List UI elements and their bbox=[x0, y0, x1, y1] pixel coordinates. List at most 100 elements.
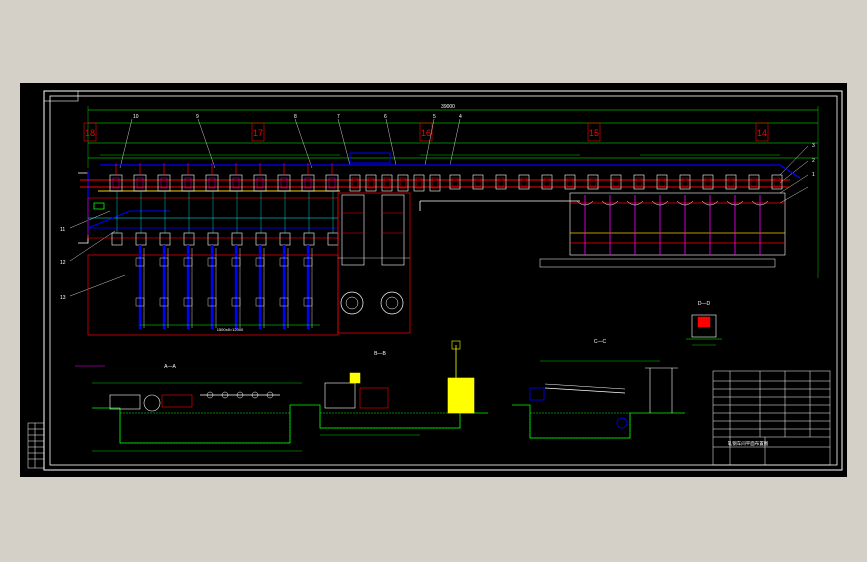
svg-text:A—A: A—A bbox=[164, 364, 176, 370]
callout-2: 2 bbox=[812, 158, 815, 164]
mill-building-outline bbox=[78, 164, 801, 244]
finishing-stand bbox=[748, 174, 760, 190]
callout-4: 4 bbox=[459, 114, 462, 120]
mill-stand bbox=[277, 163, 291, 192]
finishing-stand bbox=[587, 174, 599, 190]
mill-stand bbox=[397, 174, 409, 192]
mill-stand bbox=[413, 174, 425, 192]
mill-stand bbox=[133, 163, 147, 192]
callout-10: 10 bbox=[133, 114, 139, 120]
callout-5: 5 bbox=[433, 114, 436, 120]
sheet-inner-border bbox=[49, 95, 838, 466]
cooling-column bbox=[183, 245, 193, 329]
finishing-stands bbox=[449, 174, 783, 190]
mill-stand bbox=[429, 174, 441, 192]
svg-text:14: 14 bbox=[757, 128, 767, 138]
callout-3: 3 bbox=[812, 143, 815, 149]
section-d-d: D—D bbox=[686, 301, 722, 346]
callout-6: 6 bbox=[384, 114, 387, 120]
cooling-column bbox=[279, 245, 289, 329]
finishing-stand bbox=[633, 174, 645, 190]
title-block bbox=[712, 370, 831, 466]
mill-stand bbox=[181, 163, 195, 192]
mill-stand bbox=[229, 163, 243, 192]
zone-number-15: 15 bbox=[587, 122, 601, 142]
mill-stand bbox=[205, 163, 219, 192]
zone-number-14: 14 bbox=[755, 122, 769, 142]
cooling-column bbox=[303, 245, 313, 329]
bundle-column bbox=[651, 195, 669, 255]
svg-text:15: 15 bbox=[589, 128, 599, 138]
section-b-b: B—B bbox=[302, 340, 488, 436]
finishing-stand bbox=[449, 174, 461, 190]
cooling-column bbox=[135, 245, 145, 329]
callout-11: 11 bbox=[60, 227, 65, 233]
bundle-column bbox=[601, 195, 619, 255]
mill-stand bbox=[157, 163, 171, 192]
drawing-title: 轧钢车间平面布置图 bbox=[728, 440, 769, 447]
mill-stand bbox=[301, 163, 315, 192]
mill-stand bbox=[325, 163, 339, 192]
svg-text:B—B: B—B bbox=[374, 351, 386, 357]
finishing-stand bbox=[564, 174, 576, 190]
section-a-a: A—A bbox=[75, 364, 302, 452]
finishing-stand bbox=[518, 174, 530, 190]
callouts bbox=[69, 118, 809, 297]
callout-13: 13 bbox=[60, 295, 66, 301]
bundle-column bbox=[626, 195, 644, 255]
mill-stands bbox=[109, 163, 441, 192]
finishing-stand bbox=[610, 174, 622, 190]
finishing-stand bbox=[771, 174, 783, 190]
bundle-column bbox=[576, 195, 594, 255]
lower-stand bbox=[111, 191, 123, 246]
svg-text:16: 16 bbox=[421, 128, 431, 138]
finishing-stand bbox=[656, 174, 668, 190]
cad-viewport[interactable]: 39000 18 17 16 15 14 bbox=[20, 83, 847, 477]
callout-7: 7 bbox=[337, 114, 340, 120]
svg-text:C—C: C—C bbox=[594, 339, 607, 345]
cad-drawing: 39000 18 17 16 15 14 bbox=[27, 90, 843, 471]
mill-stand bbox=[365, 174, 377, 192]
motor-room bbox=[349, 152, 391, 164]
overall-dim-text: 39000 bbox=[441, 104, 455, 110]
mill-stand bbox=[349, 174, 361, 192]
svg-text:17: 17 bbox=[253, 128, 263, 138]
bundling-area bbox=[539, 192, 786, 268]
section-c-c: C—C bbox=[512, 339, 685, 439]
cooling-column bbox=[255, 245, 265, 329]
mill-stand bbox=[109, 163, 123, 192]
svg-text:1500x8=12000: 1500x8=12000 bbox=[217, 327, 244, 332]
callout-1: 1 bbox=[812, 172, 815, 178]
control-cabinet bbox=[93, 202, 105, 210]
finishing-stand bbox=[541, 174, 553, 190]
coiler-area bbox=[337, 192, 411, 334]
svg-text:D—D: D—D bbox=[698, 301, 711, 307]
mill-stand bbox=[253, 163, 267, 192]
overall-dimension: 39000 bbox=[87, 104, 819, 278]
bundle-column bbox=[751, 195, 769, 255]
rolling-line-rails bbox=[80, 179, 790, 192]
finishing-stand bbox=[679, 174, 691, 190]
cooling-bed-columns bbox=[135, 245, 313, 329]
bundle-column bbox=[701, 195, 719, 255]
finishing-stand bbox=[702, 174, 714, 190]
cooling-column bbox=[159, 245, 169, 329]
mill-stand bbox=[381, 174, 393, 192]
cooling-column bbox=[231, 245, 241, 329]
callout-12: 12 bbox=[60, 260, 66, 266]
bundling-columns bbox=[576, 195, 769, 255]
bundle-column bbox=[726, 195, 744, 255]
callout-8: 8 bbox=[294, 114, 297, 120]
svg-text:18: 18 bbox=[85, 128, 95, 138]
finishing-stand bbox=[495, 174, 507, 190]
revision-strip bbox=[27, 422, 45, 469]
zone-number-17: 17 bbox=[251, 122, 265, 142]
zone-number-18: 18 bbox=[83, 122, 97, 142]
corner-label-box bbox=[43, 90, 79, 102]
cooling-column bbox=[207, 245, 217, 329]
finishing-stand bbox=[472, 174, 484, 190]
cooling-bed-dimension: 1500x8=12000 bbox=[140, 324, 320, 332]
zone-columns bbox=[88, 122, 818, 159]
callout-9: 9 bbox=[196, 114, 199, 120]
zone-number-16: 16 bbox=[419, 122, 433, 142]
